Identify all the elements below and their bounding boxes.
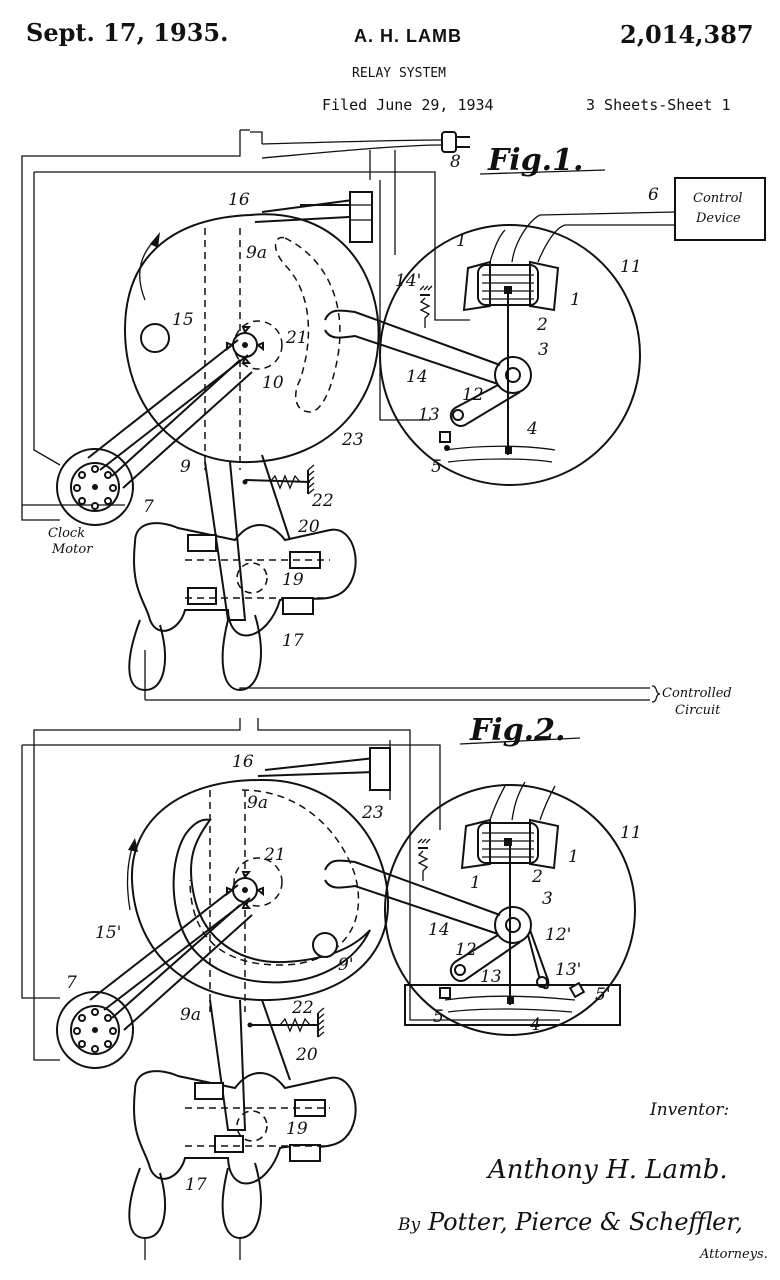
attorneys-label: Attorneys. (699, 1247, 768, 1262)
clock-motor-label-1: Clock (48, 526, 85, 541)
fig2-ref-1a: 1 (470, 873, 481, 893)
relay-circle-11 (324, 211, 676, 486)
ref-14-prime: 14' (395, 271, 421, 291)
fig2-arm-20 (209, 999, 325, 1131)
fig2-ref-9a-bottom: 9a (180, 1005, 201, 1025)
ref-22: 22 (311, 491, 334, 511)
by-label: By (397, 1215, 420, 1235)
fig2-ref-23: 23 (361, 803, 384, 823)
fig2-ref-17: 17 (185, 1175, 207, 1195)
controlled-circuit-brace: Controlled Circuit (651, 685, 732, 718)
ref-9a: 9a (246, 243, 267, 263)
fig2-ref-12: 12 (455, 940, 477, 960)
inventor-name: A. H. LAMB (354, 26, 462, 46)
ref-6: 6 (648, 185, 659, 205)
fig2-contact-spring-16 (257, 747, 391, 791)
filing-date: Filed June 29, 1934 (322, 96, 494, 114)
switch-17 (128, 522, 357, 692)
fig1-wiring (21, 129, 650, 701)
figure-1: Fig.1. (21, 129, 766, 718)
fig2-ref-7: 7 (66, 973, 77, 993)
ref-17: 17 (282, 631, 304, 651)
patent-title: RELAY SYSTEM (352, 66, 446, 81)
ref-11: 11 (620, 257, 642, 277)
fig2-switch-17 (128, 1070, 357, 1260)
fig2-ref-16: 16 (232, 752, 254, 772)
fig2-ref-1b: 1 (568, 847, 579, 867)
ref-2: 2 (536, 315, 548, 335)
figure-1-title-underline (479, 169, 606, 175)
fig1-reference-numerals: 1 1 2 3 4 5 6 7 8 9 9a 10 11 12 13 14 14… (143, 152, 659, 651)
control-device-label-2: Device (695, 211, 741, 226)
signature-block: Inventor: Anthony H. Lamb. By Potter, Pi… (397, 1100, 768, 1262)
inventor-label: Inventor: (649, 1100, 729, 1120)
fig2-ref-2: 2 (531, 867, 543, 887)
fig2-ref-19: 19 (286, 1119, 308, 1139)
fig2-ref-13: 13 (480, 967, 502, 987)
contact-spring-16 (254, 191, 373, 243)
gear-21 (226, 320, 283, 370)
ref-15: 15 (172, 310, 194, 330)
clock-motor-label-2: Motor (51, 542, 93, 557)
ref-4: 4 (526, 419, 538, 439)
fig2-reference-numerals: 1 1 2 3 4 5 5' 7 9' 9a 9a 11 12 12' 13 1… (66, 752, 642, 1195)
ref-23: 23 (341, 430, 364, 450)
fig2-ref-22: 22 (291, 998, 314, 1018)
controlled-circuit-label-1: Controlled (662, 686, 732, 701)
figure-2: Fig.2. (21, 713, 642, 1260)
fig2-ref-11: 11 (620, 823, 642, 843)
fig2-ref-15-prime: 15' (95, 923, 121, 943)
fig2-ref-20: 20 (295, 1045, 318, 1065)
ref-19: 19 (282, 570, 304, 590)
fig2-ref-9a-top: 9a (247, 793, 268, 813)
ref-21: 21 (285, 328, 308, 348)
cam-disk-9 (123, 213, 380, 470)
fig2-relay-circle-11 (324, 781, 636, 1036)
sheet-indicator: 3 Sheets-Sheet 1 (586, 96, 731, 114)
ref-13: 13 (418, 405, 440, 425)
control-device-label-1: Control (693, 191, 743, 206)
attorneys-signature: Potter, Pierce & Scheffler, (427, 1208, 743, 1236)
ref-9: 9 (180, 457, 191, 477)
ref-1b: 1 (570, 290, 581, 310)
fig2-ref-4: 4 (529, 1015, 541, 1035)
patent-date: Sept. 17, 1935. (26, 18, 229, 47)
controlled-circuit-label-2: Circuit (675, 703, 721, 718)
ref-7: 7 (143, 497, 154, 517)
patent-number: 2,014,387 (620, 20, 754, 49)
fig2-ref-5: 5 (433, 1007, 444, 1027)
fig2-ref-13-prime: 13' (555, 960, 581, 980)
ref-20: 20 (297, 517, 320, 537)
ref-3: 3 (538, 340, 549, 360)
fig2-ref-14: 14 (428, 920, 450, 940)
control-device-box: Control Device (674, 177, 766, 241)
arm-20 (204, 454, 315, 621)
fig2-ref-3: 3 (542, 889, 553, 909)
inventor-signature: Anthony H. Lamb. (486, 1155, 728, 1185)
fig2-clock-motor-7 (56, 884, 253, 1069)
ref-12: 12 (462, 385, 484, 405)
ref-16: 16 (228, 190, 250, 210)
power-plug (261, 131, 470, 159)
fig2-ref-9-prime: 9' (338, 955, 354, 975)
fig2-ref-12-prime: 12' (545, 925, 571, 945)
fig2-ref-21: 21 (263, 845, 286, 865)
ref-5: 5 (431, 457, 442, 477)
fig2-cam-disk (126, 778, 390, 1012)
ref-8: 8 (450, 152, 461, 172)
clock-motor-7 (56, 339, 253, 526)
ref-14: 14 (406, 367, 428, 387)
fig2-gear-21 (226, 857, 283, 909)
fig2-ref-5-prime: 5' (595, 985, 611, 1005)
ref-10: 10 (262, 373, 284, 393)
ref-1a: 1 (456, 231, 467, 251)
